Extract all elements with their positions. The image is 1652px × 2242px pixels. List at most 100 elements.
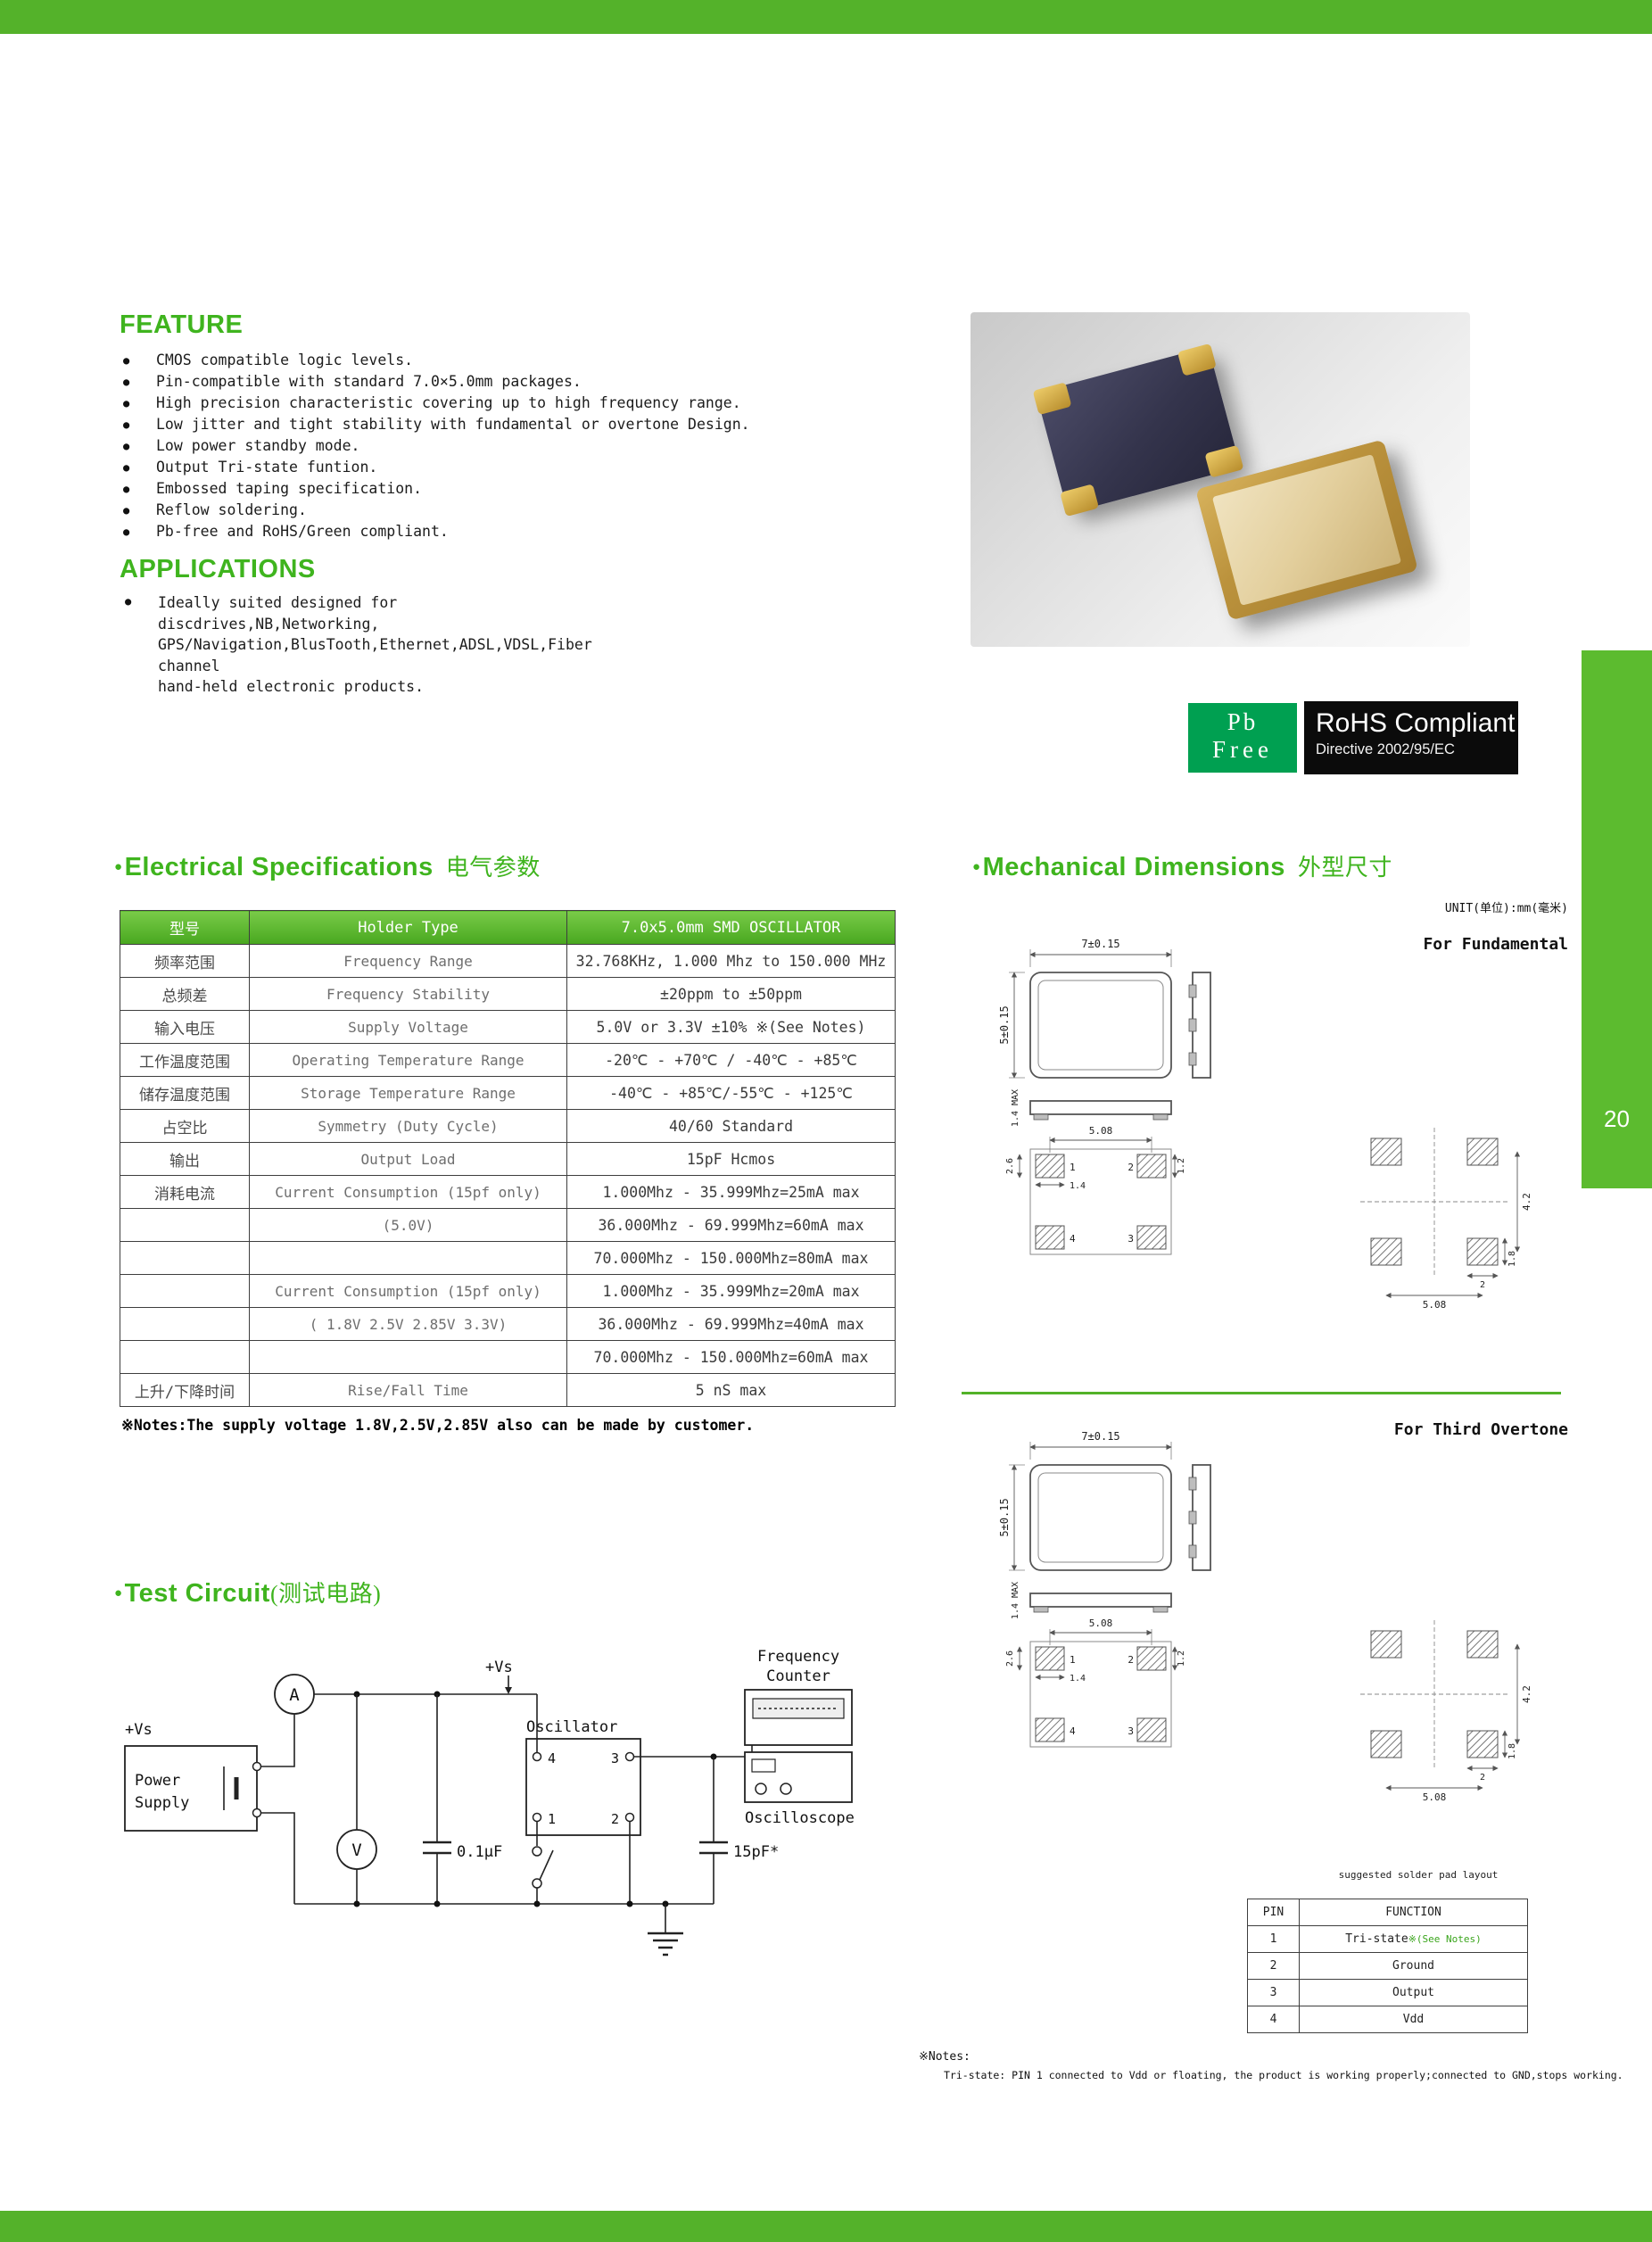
feature-item-text: Low jitter and tight stability with fund… [156,416,750,433]
scope-screen [751,1758,776,1773]
test-circuit-heading-cn: (测试电路) [269,1581,382,1607]
electrical-table-cell [120,1307,250,1341]
electrical-table-cell: Current Consumption (15pf only) [249,1274,567,1308]
electrical-table-cell: 5 nS max [566,1373,896,1407]
electrical-table-cell: 消耗电流 [120,1175,250,1209]
oscilloscope-label: Oscilloscope [745,1809,855,1827]
electrical-table-cell [120,1208,250,1242]
electrical-table-cell: 1.000Mhz - 35.999Mhz=20mA max [566,1274,896,1308]
feature-item: ●CMOS compatible logic levels. [123,350,750,371]
frequency-counter-box [744,1689,853,1746]
electrical-table-cell: 输入电压 [120,1010,250,1044]
electrical-table-cell [120,1274,250,1308]
pin-function-cell: Ground [1299,1952,1528,1980]
electrical-table-cell: 上升/下降时间 [120,1373,250,1407]
bullet-icon: ● [123,418,130,431]
electrical-table-cell: 工作温度范围 [120,1043,250,1077]
power-supply-box [124,1745,258,1832]
gold-pad [1060,484,1100,517]
electrical-table-cell: -20℃ - +70℃ / -40℃ - +85℃ [566,1043,896,1077]
feature-item-text: High precision characteristic covering u… [156,394,741,411]
feature-list: ●CMOS compatible logic levels.●Pin-compa… [123,350,750,542]
bullet-icon: ● [972,859,981,874]
solder-pad-layout-label: suggested solder pad layout [1339,1869,1499,1881]
pin-number-cell: 2 [1247,1952,1300,1980]
wire [260,1714,295,1767]
electrical-table-row: ( 1.8V 2.5V 2.85V 3.3V)36.000Mhz - 69.99… [120,1307,896,1341]
electrical-table-cell: 36.000Mhz - 69.999Mhz=40mA max [566,1307,896,1341]
bullet-icon: ● [123,525,130,538]
wire [260,1812,295,1904]
bullet-icon: ● [123,440,130,452]
electrical-table-cell: Frequency Range [249,944,567,978]
bullet-icon: ● [123,504,130,517]
feature-item-text: Output Tri-state funtion. [156,459,378,476]
header-holder-type: Holder Type [249,910,567,945]
bullet-icon: ● [114,859,123,874]
feature-item-text: Embossed taping specification. [156,480,423,497]
pin3-label: 3 [611,1750,619,1766]
electrical-table-cell: Supply Voltage [249,1010,567,1044]
electrical-table-cell [249,1340,567,1374]
load-cap-label: 15pF* [733,1843,779,1861]
switch-terminal [532,1878,542,1889]
page-number: 20 [1604,1105,1630,1132]
rohs-subtitle: Directive 2002/95/EC [1316,741,1455,757]
feature-item: ● Output Tri-state funtion. [123,457,750,478]
electrical-table-cell: (5.0V) [249,1208,567,1242]
side-page-tab: 20 [1582,650,1652,1188]
ceramic-base [1211,454,1402,606]
feature-item: ● Embossed taping specification. [123,478,750,500]
electrical-table-cell: ±20ppm to ±50ppm [566,977,896,1011]
rohs-title: RoHS Compliant [1316,708,1516,738]
supply-terminal [252,1761,262,1772]
header-model: 型号 [120,910,250,945]
pin-function-cell: Output [1299,1979,1528,2006]
electrical-table-row: Current Consumption (15pf only)1.000Mhz … [120,1274,896,1308]
electrical-table-cell: 40/60 Standard [566,1109,896,1143]
electrical-table-cell [120,1241,250,1275]
pin1-terminal [532,1812,542,1823]
bullet-icon: ● [123,461,130,474]
fundamental-label: For Fundamental [1423,935,1568,954]
bullet-icon: ● [123,483,130,495]
pb-free-line1: Pb [1227,708,1259,735]
pin1-label: 1 [548,1811,556,1827]
electrical-table-cell: 频率范围 [120,944,250,978]
electrical-heading-cn: 电气参数 [445,855,541,881]
electrical-table-cell [120,1340,250,1374]
rohs-badge: RoHS Compliant Directive 2002/95/EC [1304,701,1518,774]
junction-dot [434,1900,441,1907]
pin2-label: 2 [611,1811,619,1827]
electrical-table-row: (5.0V)36.000Mhz - 69.999Mhz=60mA max [120,1208,896,1242]
applications-text: Ideally suited designed for discdrives,N… [158,594,592,695]
bullet-icon: ● [114,1585,123,1601]
pin-note: ※(See Notes) [1408,1933,1482,1945]
pin-table-header-row: PIN FUNCTION [1247,1899,1528,1926]
test-circuit-diagram: +Vs Power Supply A +Vs V 0.1μF Oscill [124,1648,855,1957]
electrical-table-cell: 15pF Hcmos [566,1142,896,1176]
gold-pad [1032,382,1072,416]
power-supply-label-1: Power [135,1772,180,1790]
pin-number-cell: 4 [1247,2006,1300,2033]
mechanical-dimensions-drawing: 7±0.15 5±0.15 1.4 MAX [962,901,1568,1881]
mechanical-notes-title: ※Notes: [919,2050,971,2064]
electrical-table-cell: Output Load [249,1142,567,1176]
top-green-bar [0,0,1652,34]
mechanical-notes-text: Tri-state: PIN 1 connected to Vdd or flo… [944,2069,1623,2081]
electrical-table-cell: 70.000Mhz - 150.000Mhz=60mA max [566,1340,896,1374]
electrical-table-cell: 70.000Mhz - 150.000Mhz=80mA max [566,1241,896,1275]
electrical-table-cell: 5.0V or 3.3V ±10% ※(See Notes) [566,1010,896,1044]
bullet-icon: ● [123,354,130,367]
bottom-green-bar [0,2211,1652,2242]
